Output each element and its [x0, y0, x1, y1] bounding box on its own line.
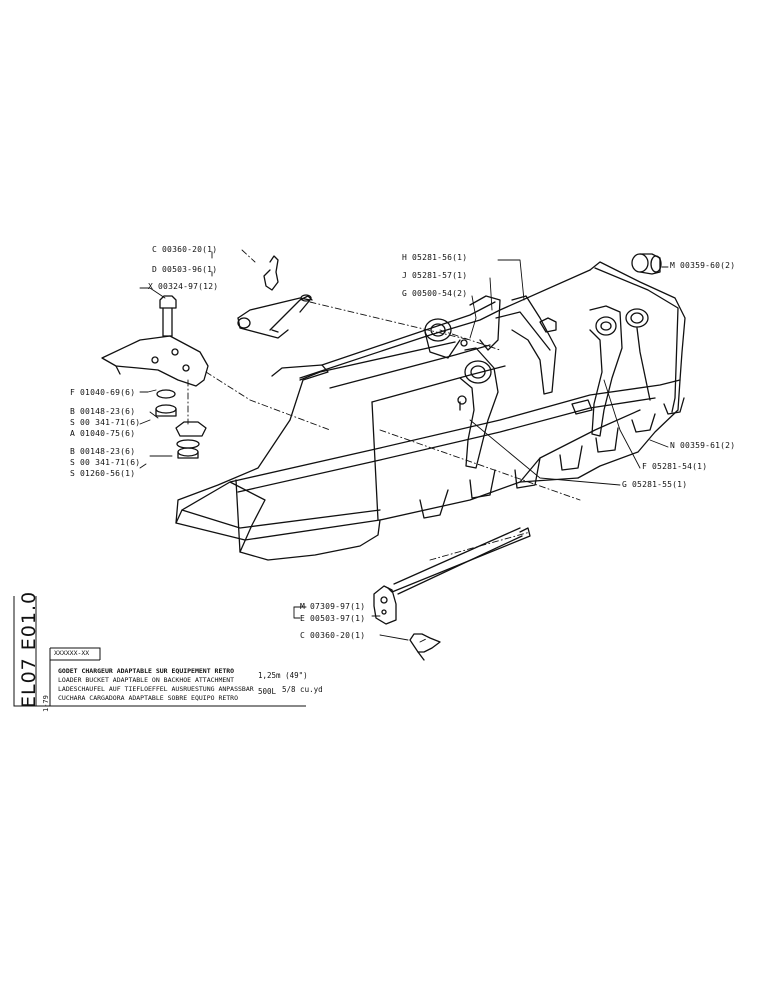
label-m-pin: M 07309-97(1) [300, 602, 366, 611]
capacity-volume: 500L [258, 687, 277, 696]
title-line-en: LOADER BUCKET ADAPTABLE ON BACKHOE ATTAC… [58, 676, 235, 684]
title-line-fr: GODET CHARGEUR ADAPTABLE SUR EQUIPEMENT … [58, 667, 235, 675]
long-pin [373, 527, 531, 625]
capacity-metric: 1,25m (49") [258, 671, 308, 680]
label-d-top: D 00503-96(1) [152, 265, 218, 274]
side-wear-plate [101, 335, 209, 387]
label-n-bushing: N 00359-61(2) [670, 441, 736, 450]
label-x-bolt: X 00324-97(12) [148, 282, 219, 291]
label-b-washer-2: B 00148-23(6) [70, 447, 136, 456]
title-line-es: CUCHARA CARGADORA ADAPTABLE SOBRE EQUIPO… [58, 694, 239, 702]
label-h-bracket: H 05281-56(1) [402, 253, 468, 262]
label-s-washer-2: S 00 341-71(6) [70, 458, 141, 467]
washer-nut-stack-1 [155, 389, 177, 417]
label-c-linchpin: C 00360-20(1) [300, 631, 366, 640]
label-f-plate: F 01040-69(6) [70, 388, 136, 397]
label-f-plate-right: F 05281-54(1) [642, 462, 708, 471]
label-m-bushing: M 00359-60(2) [670, 261, 736, 270]
upper-hinge-pin [237, 294, 313, 339]
washer-nut-stack-2 [175, 421, 207, 459]
bolt [159, 295, 177, 337]
label-s-spacer: S 01260-56(1) [70, 469, 136, 478]
label-e-clip: E 00503-97(1) [300, 614, 366, 623]
label-g-plate-right: G 05281-55(1) [622, 480, 688, 489]
title-line-de: LADESCHAUFEL AUF TIEFLOEFFEL AUSRUESTUNG… [58, 685, 254, 693]
title-block-code: XXXXXX-XX [54, 649, 90, 657]
capacity-imperial: 5/8 cu.yd [282, 685, 323, 694]
label-s-washer-1: S 00 341-71(6) [70, 418, 141, 427]
attachment-bracket-rear [495, 295, 651, 437]
attachment-bracket-front [424, 295, 501, 469]
linch-pin-bottom [409, 633, 441, 661]
label-g-pin: G 00500-54(2) [402, 289, 468, 298]
label-b-washer-1: B 00148-23(6) [70, 407, 136, 416]
label-a-nut: A 01040-75(6) [70, 429, 136, 438]
label-c-top: C 00360-20(1) [152, 245, 218, 254]
linch-pin-top [263, 255, 279, 291]
bushing-top-right [631, 253, 662, 275]
label-j-bracket: J 05281-57(1) [402, 271, 468, 280]
